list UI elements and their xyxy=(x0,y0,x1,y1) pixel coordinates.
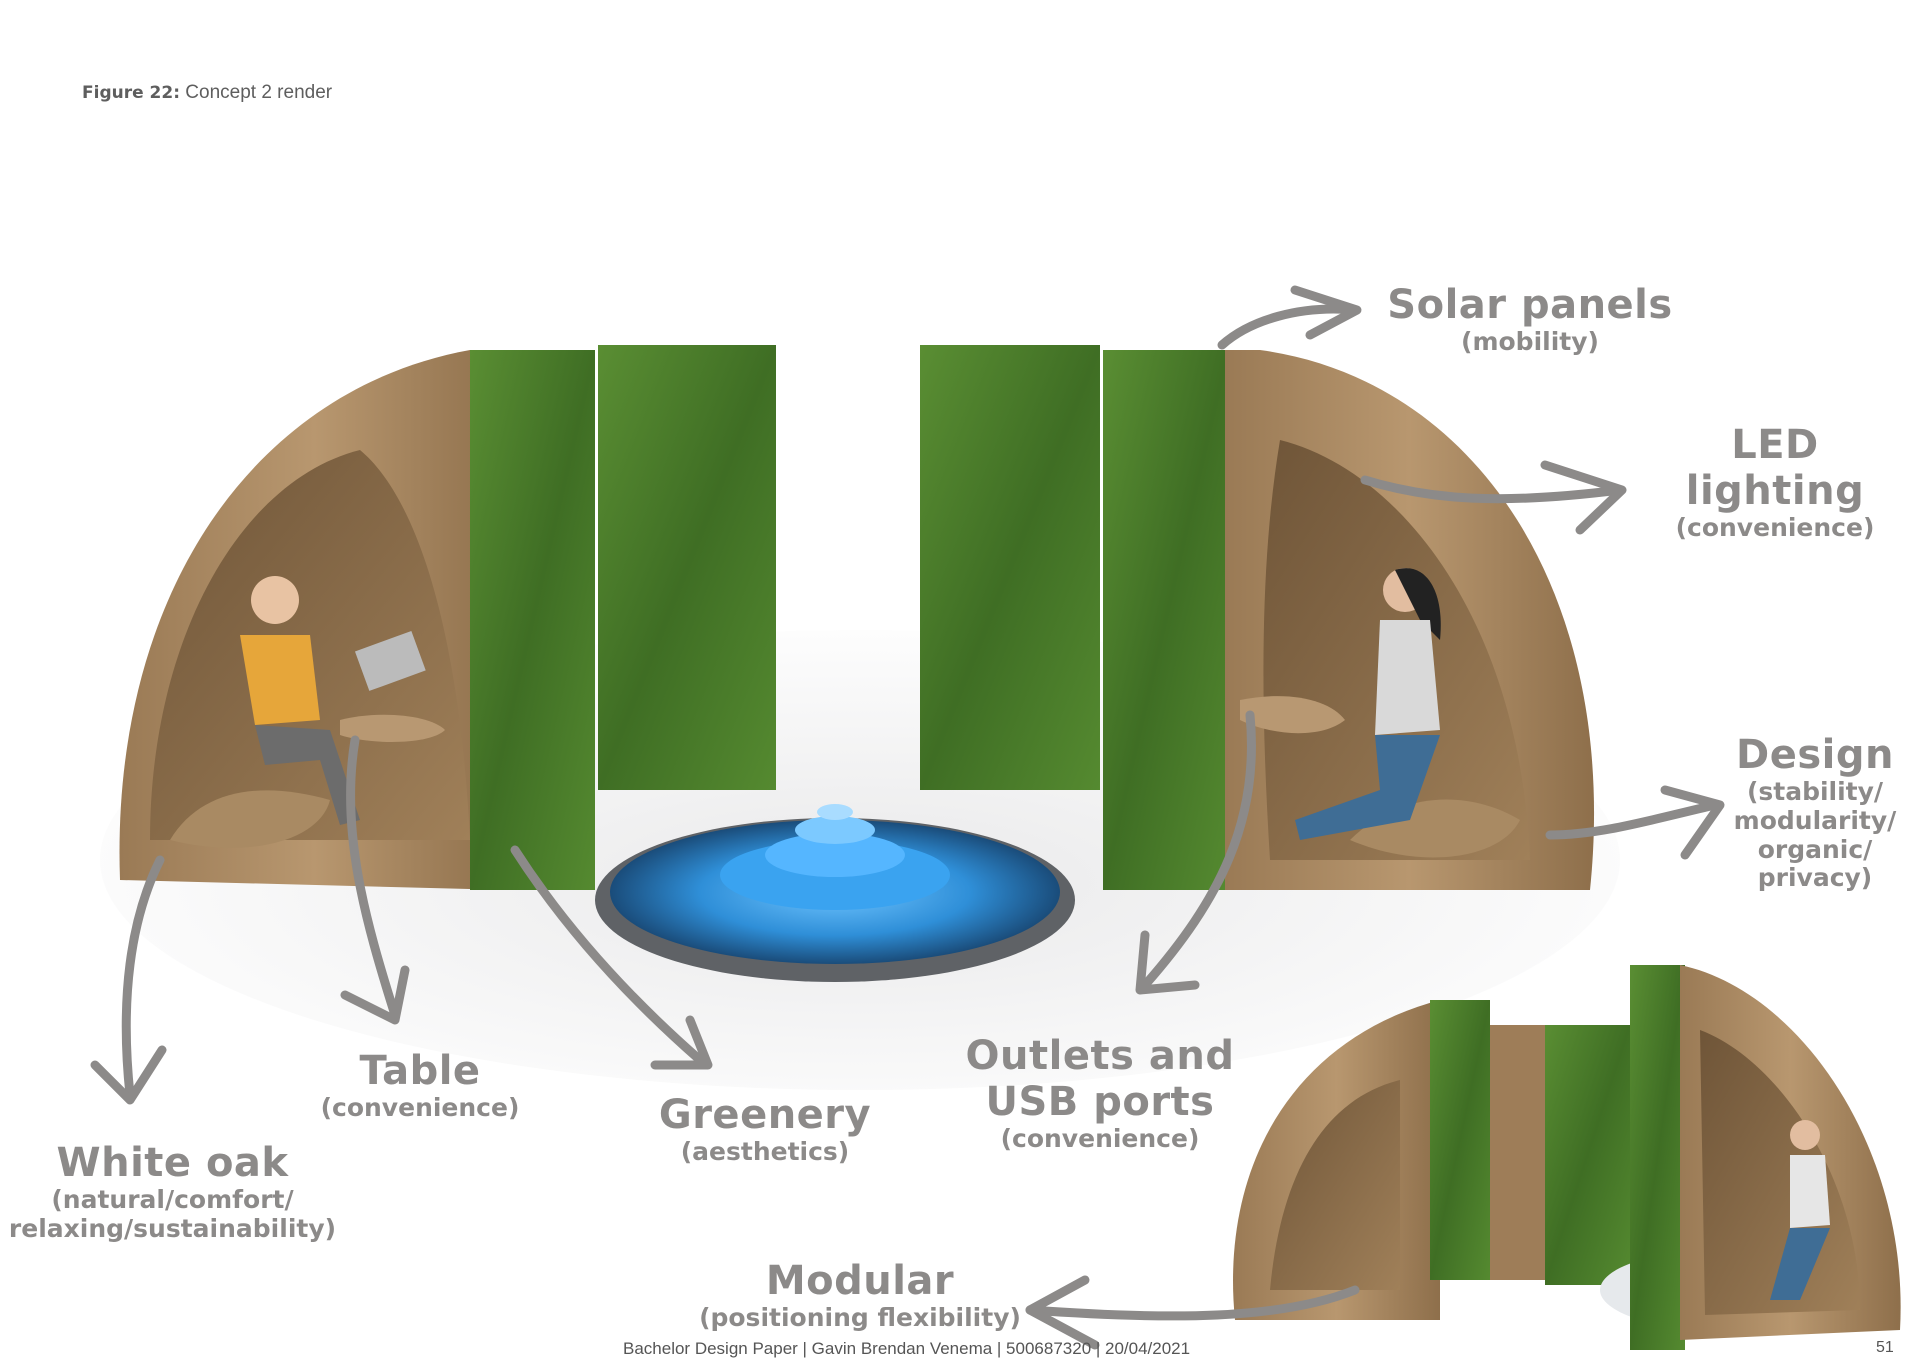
label-outlets-usb: Outlets and USB ports (convenience) xyxy=(965,1033,1235,1153)
arrow-solar xyxy=(1217,304,1360,350)
right-pod xyxy=(920,345,1595,890)
arrow-table-head xyxy=(340,965,410,1025)
figure-title: Concept 2 render xyxy=(185,82,333,103)
label-solar-panels: Solar panels (mobility) xyxy=(1387,282,1673,356)
table xyxy=(1240,696,1345,734)
label-design: Design (stability/ modularity/ organic/ … xyxy=(1733,732,1897,893)
arrow-outlets-head xyxy=(1135,930,1200,995)
arrow-led-head xyxy=(1540,460,1627,535)
fountain xyxy=(595,804,1075,982)
arrow-design xyxy=(1545,800,1720,840)
label-modular: Modular (positioning flexibility) xyxy=(699,1258,1021,1332)
left-pod xyxy=(119,345,776,890)
table xyxy=(340,714,445,742)
arrow-greenery-head xyxy=(650,1015,713,1070)
arrow-oak xyxy=(121,855,165,1100)
person-figure xyxy=(251,576,299,624)
figure-label: Figure 22: xyxy=(82,83,180,103)
laptop xyxy=(354,630,426,691)
arrow-modular xyxy=(1025,1285,1360,1321)
modular-render xyxy=(1233,965,1901,1350)
arrow-outlets xyxy=(1140,710,1257,990)
arrow-modular-head xyxy=(1025,1275,1100,1350)
figure-caption: Figure 22: Concept 2 render xyxy=(82,82,332,104)
arrow-led xyxy=(1360,475,1625,504)
label-white-oak: White oak (natural/comfort/ relaxing/sus… xyxy=(8,1140,337,1243)
annotation-arrows xyxy=(90,285,1725,1350)
label-table: Table (convenience) xyxy=(320,1048,520,1122)
label-led-lighting: LED lighting (convenience) xyxy=(1675,422,1875,542)
arrow-solar-head xyxy=(1290,285,1362,340)
label-greenery: Greenery (aesthetics) xyxy=(658,1092,872,1166)
page-footer: Bachelor Design Paper | Gavin Brendan Ve… xyxy=(623,1339,1191,1358)
greenery-panel xyxy=(470,350,595,890)
arrow-greenery xyxy=(510,845,705,1065)
greenery-panel xyxy=(598,345,776,790)
page-number: 51 xyxy=(1876,1339,1894,1356)
greenery-panel xyxy=(920,345,1100,790)
arrow-oak-head xyxy=(90,1045,167,1105)
greenery-panel xyxy=(1103,350,1228,890)
arrow-design-head xyxy=(1660,785,1725,860)
arrow-table xyxy=(346,735,400,1020)
